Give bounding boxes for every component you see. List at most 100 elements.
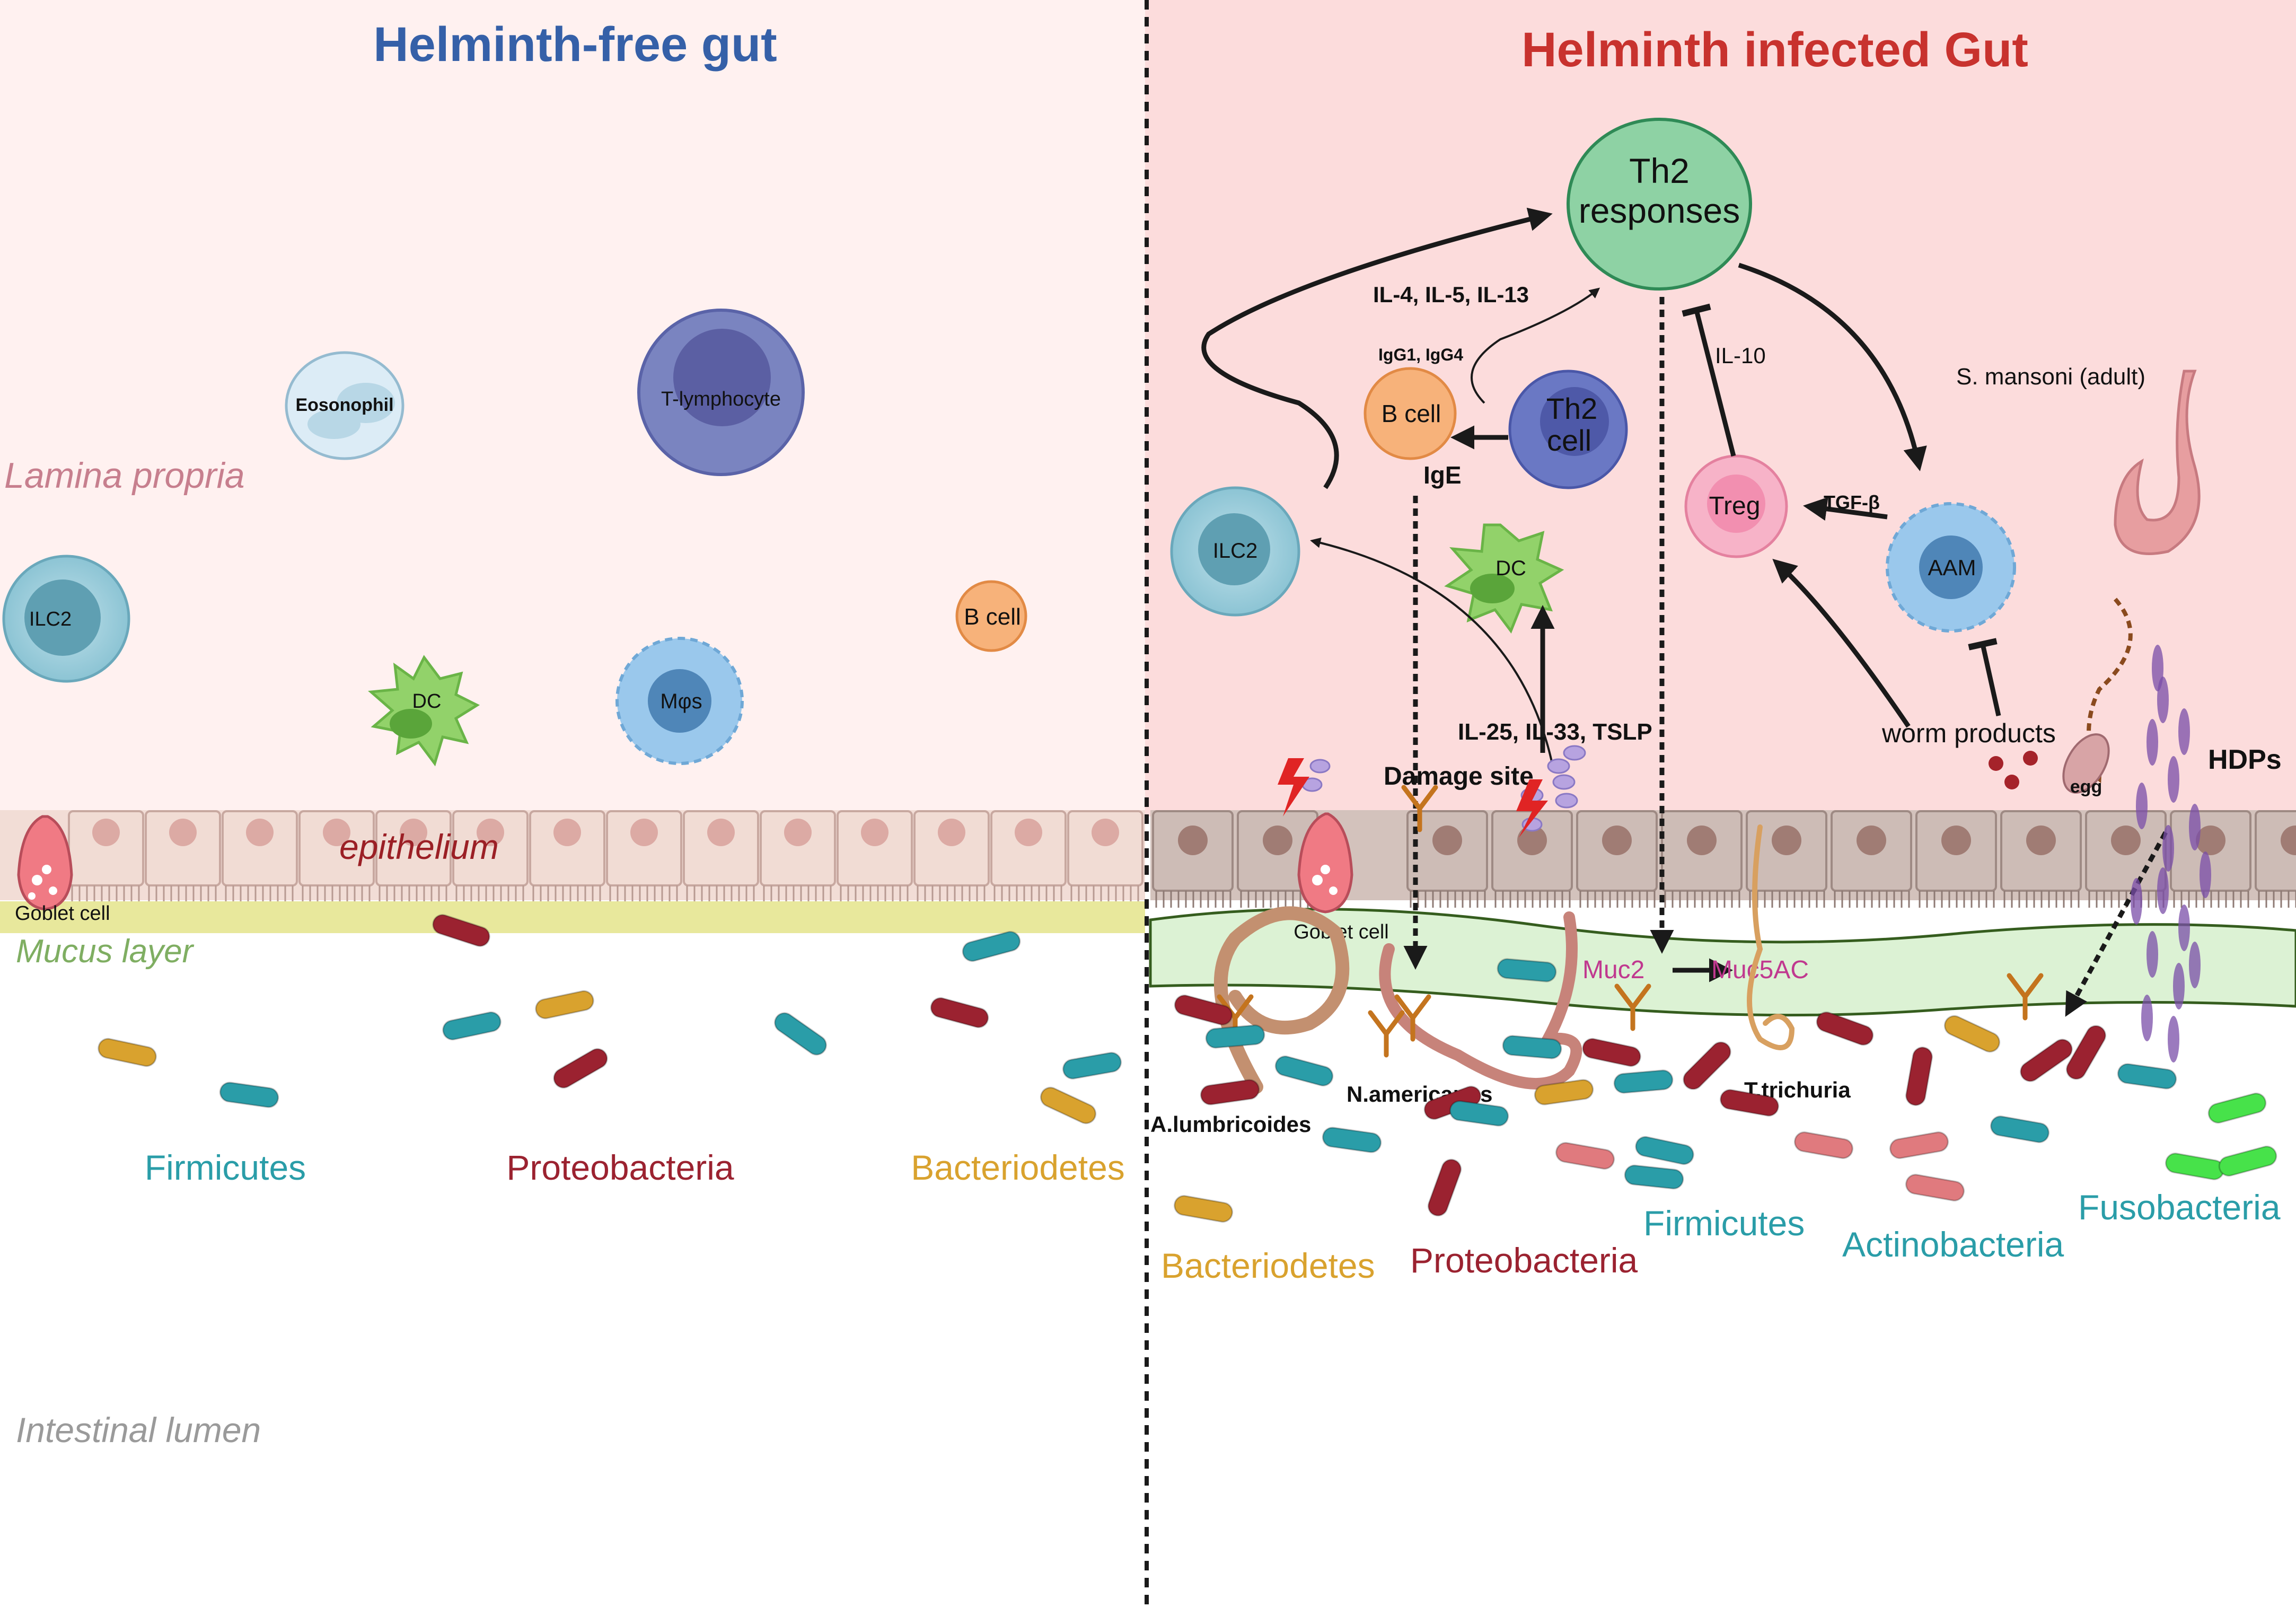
- egg: egg: [2062, 733, 2110, 797]
- treg-cell: Treg: [1684, 454, 1788, 558]
- hdp-peptide: [2178, 708, 2190, 755]
- bacterium: [1200, 1079, 1260, 1105]
- th2-responses-cell: Th2 responses: [1567, 118, 1752, 291]
- left-ilc2-cell: ILC2: [2, 555, 130, 683]
- bacterium: [432, 914, 490, 947]
- treg-label: Treg: [1709, 492, 1761, 520]
- bacterium: [1635, 1136, 1694, 1165]
- lamina-propria-label: Lamina propria: [4, 455, 245, 496]
- bacterium: [1889, 1131, 1949, 1159]
- epithelial-cell: [913, 810, 990, 886]
- antibody: [2007, 973, 2044, 1021]
- t-trichuria-worm: [1747, 824, 1795, 1050]
- right-actinobacteria-label: Actinobacteria: [1842, 1225, 2064, 1264]
- bacterium: [2117, 1063, 2177, 1090]
- left-epithelium: [0, 810, 1145, 933]
- bacterium: [1905, 1174, 1965, 1201]
- hdp-peptide: [2157, 867, 2169, 914]
- bacterium: [1943, 1015, 2001, 1053]
- cell-nucleus: [1263, 826, 1292, 855]
- n-americanus-worm: [1379, 911, 1582, 1090]
- left-firmicutes-label: Firmicutes: [145, 1148, 306, 1187]
- antibody: [1614, 983, 1651, 1031]
- cell-nucleus: [1687, 826, 1717, 855]
- epithelial-cell: [1067, 810, 1143, 886]
- left-goblet-label: Goblet cell: [15, 902, 110, 925]
- left-proteobacteria-label: Proteobacteria: [506, 1148, 734, 1187]
- right-b-cell: B cell: [1363, 367, 1457, 460]
- cell-nucleus: [630, 819, 658, 846]
- right-proteobacteria-label: Proteobacteria: [1410, 1241, 1638, 1280]
- hdp-peptide: [2189, 804, 2201, 850]
- bacterium: [98, 1038, 157, 1067]
- left-mucus-layer: [0, 901, 1145, 933]
- bacterium: [1582, 1038, 1641, 1067]
- antibody: [1368, 1010, 1405, 1058]
- cell-nucleus: [1432, 826, 1462, 855]
- worm-products-label: worm products: [1881, 718, 2056, 748]
- muc2-label: Muc2: [1582, 956, 1644, 984]
- left-lamina-bg: [0, 0, 1145, 816]
- bacterium: [930, 997, 989, 1029]
- right-bacteria-group: [1174, 958, 2277, 1223]
- epithelial-cell: [760, 810, 836, 886]
- left-dc-label: DC: [412, 690, 442, 713]
- muc5ac-label: Muc5AC: [1711, 956, 1809, 984]
- bacterium: [2066, 1025, 2106, 1080]
- hdp-peptide: [2168, 1016, 2179, 1062]
- il2533-label: IL-25, IL-33, TSLP: [1458, 719, 1652, 745]
- epithelial-cell: [606, 810, 682, 886]
- arrows: [1201, 207, 2001, 769]
- right-firmicutes-label: Firmicutes: [1643, 1204, 1805, 1243]
- hdp-peptide: [2168, 756, 2179, 803]
- bacterium: [1720, 1089, 1779, 1117]
- cell-nucleus: [246, 819, 274, 846]
- left-dc-cell: DC: [368, 655, 480, 767]
- cell-nucleus: [400, 819, 427, 846]
- cell-nucleus: [2196, 826, 2225, 855]
- hdp-peptide: [2147, 931, 2158, 978]
- hdp-peptide: [2136, 783, 2148, 829]
- cell-nucleus: [938, 819, 965, 846]
- hdp-peptide: [2147, 719, 2158, 766]
- cell-nucleus: [1178, 826, 1208, 855]
- il10-label: IL-10: [1715, 343, 1766, 368]
- epithelial-cell: [837, 810, 913, 886]
- antibody: [1401, 785, 1438, 832]
- hdp-peptide: [2189, 942, 2201, 988]
- left-bacteriodetes-label: Bacteriodetes: [911, 1148, 1125, 1187]
- bacterium: [1040, 1086, 1097, 1125]
- bacterium: [1555, 1142, 1615, 1170]
- th2-cell-label-2: cell: [1547, 424, 1591, 457]
- bacterium: [2207, 1092, 2267, 1124]
- bacterium: [1624, 1164, 1684, 1190]
- epithelial-cell: [683, 810, 759, 886]
- left-ilc2-label: ILC2: [29, 608, 72, 630]
- th2-cell: Th2 cell: [1508, 370, 1628, 489]
- cell-nucleus: [92, 819, 120, 846]
- eosinophil-label: Eosonophil: [295, 395, 393, 415]
- epithelial-cell: [990, 810, 1067, 886]
- epithelium-label: epithelium: [339, 827, 499, 866]
- bacterium: [2020, 1039, 2073, 1082]
- mucus-layer-label: Mucus layer: [16, 933, 195, 970]
- hdp-peptide: [2178, 905, 2190, 951]
- right-dc-cell: DC: [1444, 523, 1564, 634]
- cell-nucleus: [1941, 826, 1971, 855]
- cell-nucleus: [2111, 826, 2141, 855]
- hdp-peptides: [2131, 645, 2211, 1062]
- antibody-shape: [1401, 785, 1438, 832]
- bacterium: [2165, 1153, 2224, 1180]
- left-title: Helminth-free gut: [373, 17, 777, 72]
- egg-label: egg: [2070, 777, 2102, 797]
- bacterium: [1905, 1047, 1933, 1106]
- th2-cell-label-1: Th2: [1546, 392, 1598, 425]
- eosinophil-cell: Eosonophil: [285, 351, 404, 460]
- s-mansoni-worm: [2114, 370, 2201, 555]
- bacterium: [1322, 1127, 1382, 1153]
- bacterium: [2218, 1145, 2277, 1177]
- bacterium: [1062, 1052, 1122, 1079]
- bacterium: [1990, 1116, 2049, 1143]
- th2-label-1: Th2: [1629, 151, 1690, 190]
- tgfb-label: TGF-β: [1824, 491, 1880, 513]
